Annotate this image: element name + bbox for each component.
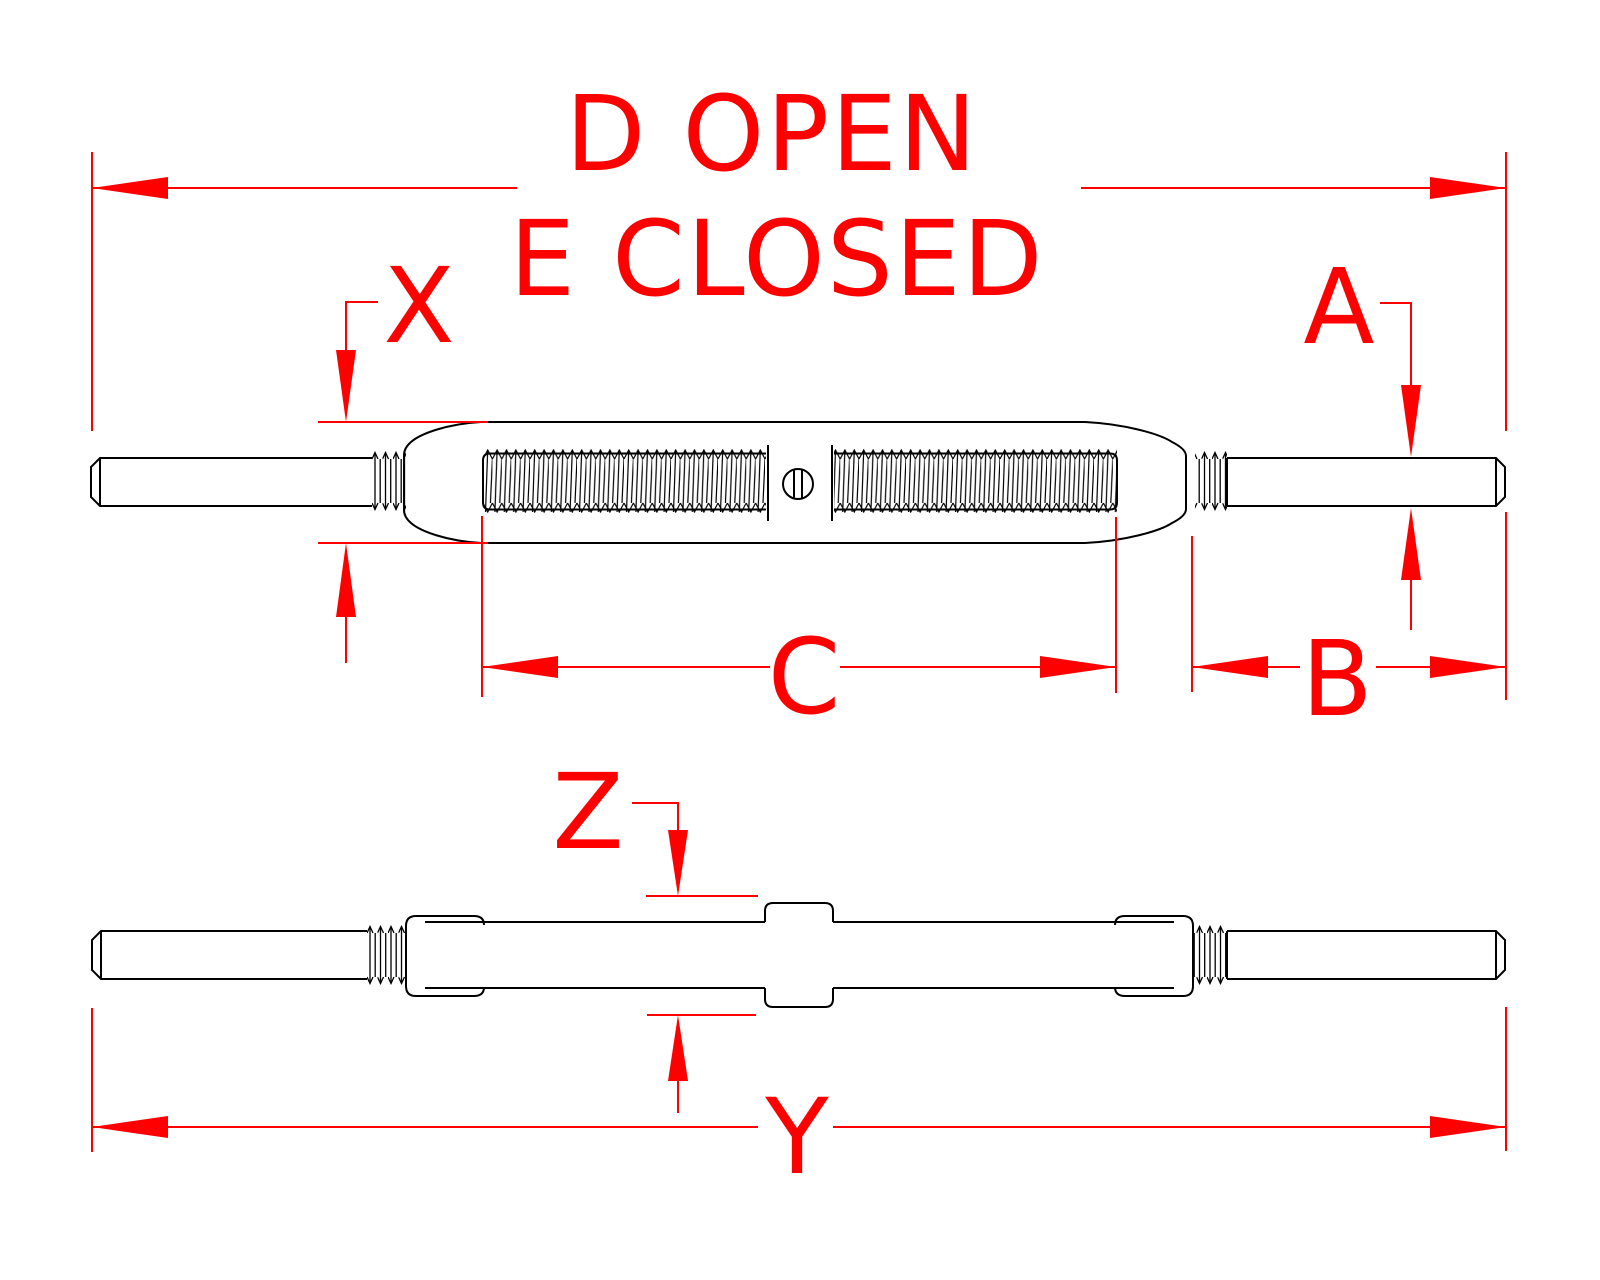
b-dim-lines bbox=[1191, 512, 1507, 700]
dim-label-y: Y bbox=[765, 1076, 831, 1198]
center-hole bbox=[782, 468, 814, 500]
right-stud-thread-bottom bbox=[1193, 925, 1227, 985]
overall-dim-lines bbox=[91, 152, 1507, 431]
right-stud bbox=[1227, 457, 1506, 507]
left-end-boss bbox=[405, 915, 485, 997]
title-closed-dimension: E CLOSED bbox=[509, 198, 1045, 320]
left-stud-bottom bbox=[91, 930, 367, 980]
left-stud bbox=[90, 457, 372, 507]
turnbuckle-body bbox=[403, 421, 1187, 544]
center-boss-bottom bbox=[764, 988, 834, 1008]
internal-thread-left-outline bbox=[482, 452, 766, 511]
dim-label-a: A bbox=[1303, 246, 1377, 368]
right-stud-bottom bbox=[1227, 930, 1506, 980]
center-boss-top bbox=[764, 902, 834, 922]
dim-label-x: X bbox=[383, 245, 457, 367]
right-end-boss bbox=[1114, 915, 1194, 997]
title-open-dimension: D OPEN bbox=[565, 73, 979, 195]
left-stud-thread-bottom bbox=[367, 925, 406, 985]
y-dim-lines bbox=[91, 1007, 1507, 1152]
dimension-arrowheads bbox=[92, 177, 1506, 1138]
dimension-overlay bbox=[91, 152, 1507, 1152]
body-barrel bbox=[425, 921, 1174, 989]
x-dim-lines bbox=[318, 301, 488, 663]
right-stud-thread bbox=[1195, 451, 1227, 511]
left-stud-thread bbox=[372, 451, 406, 511]
internal-thread-right-outline bbox=[834, 452, 1118, 511]
a-dim-lines bbox=[1380, 302, 1412, 630]
c-dim-lines bbox=[481, 516, 1117, 697]
dim-label-z: Z bbox=[552, 751, 626, 873]
side-view bbox=[90, 421, 1506, 544]
dim-label-b: B bbox=[1301, 618, 1375, 740]
dim-label-c: C bbox=[767, 616, 843, 738]
z-dim-lines bbox=[632, 802, 758, 1113]
profile-view bbox=[91, 902, 1506, 1008]
